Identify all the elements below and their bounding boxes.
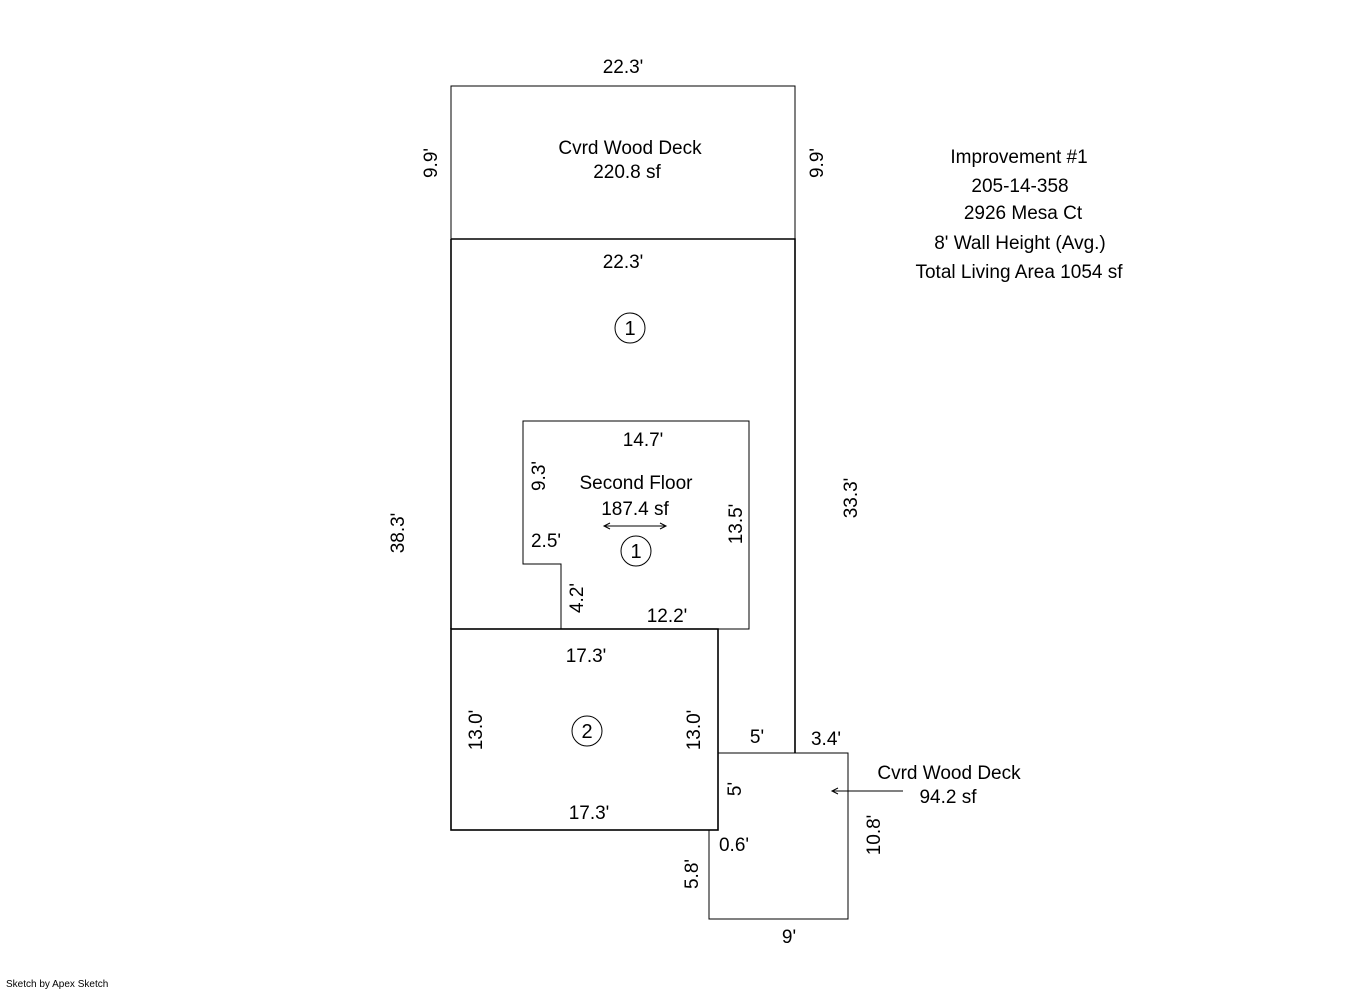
top-deck-dim-left: 9.9' [421,148,442,178]
second-floor-marker [620,535,652,567]
info-line-2: 205-14-358 [971,176,1068,197]
bottom-deck-dim-right: 10.8' [864,815,885,856]
second-floor-dim-step-side: 4.2' [567,583,588,613]
top-deck-area: 220.8 sf [593,162,661,183]
second-floor: 14.7' 9.3' 13.5' 2.5' 4.2' 12.2' Second … [522,420,750,630]
main-area-outline [451,238,796,753]
top-deck-dim-top: 22.3' [603,57,644,78]
area-2-label: 2 [581,721,592,743]
main-area-dim-notch-top: 5' [750,727,764,748]
pointer-arrow-icon [830,787,903,795]
main-area-notch [451,628,795,754]
second-floor-dim-right: 13.5' [726,504,747,545]
top-deck: 22.3' 9.9' 9.9' Cvrd Wood Deck 220.8 sf [421,57,828,240]
second-floor-area: 187.4 sf [601,499,669,520]
main-area-dim-notch-side: 5' [725,782,746,796]
bottom-deck-dim-bottom: 9' [782,927,796,948]
double-arrow-icon [602,522,668,530]
sketch-credit: Sketch by Apex Sketch [6,979,109,990]
area-2-outline [450,628,719,831]
second-floor-dim-bottom: 12.2' [647,606,688,627]
info-line-1: Improvement #1 [950,147,1087,168]
bottom-deck-area: 94.2 sf [919,787,977,808]
main-area-dim-right: 33.3' [841,478,862,519]
second-floor-name: Second Floor [579,473,693,494]
second-floor-outline [522,420,750,630]
area-2-dim-right: 13.0' [684,710,705,751]
main-area-dim-left: 38.3' [388,513,409,554]
improvement-info: Improvement #1 205-14-358 2926 Mesa Ct 8… [915,147,1123,283]
bottom-deck-dim-left: 5.8' [682,859,703,889]
bottom-deck-outline [708,752,849,920]
main-area-marker [614,312,646,344]
bottom-deck-dim-jog: 0.6' [719,835,749,856]
second-floor-dim-step: 2.5' [531,531,561,552]
area-2-dim-bottom: 17.3' [569,803,610,824]
bottom-deck-dim-top: 3.4' [811,729,841,750]
bottom-deck: 3.4' 10.8' 9' 5.8' 0.6' Cvrd Wood Deck 9… [682,729,1021,948]
bottom-deck-name: Cvrd Wood Deck [877,763,1021,784]
info-line-3: 2926 Mesa Ct [964,203,1083,224]
main-area-label: 1 [624,318,635,340]
info-line-4: 8' Wall Height (Avg.) [934,233,1106,254]
second-floor-dim-left: 9.3' [529,461,550,491]
info-line-5: Total Living Area 1054 sf [915,262,1123,283]
main-area: 22.3' 38.3' 33.3' 5' 5' 1 [388,238,862,796]
area-2-dim-left: 13.0' [466,710,487,751]
main-area-dim-top: 22.3' [603,252,644,273]
second-floor-label: 1 [630,541,641,563]
second-floor-dim-top: 14.7' [623,430,664,451]
area-2-dim-top: 17.3' [566,646,607,667]
top-deck-name: Cvrd Wood Deck [558,138,702,159]
area-2-marker [571,715,603,747]
area-2: 17.3' 17.3' 13.0' 13.0' 2 [450,628,719,831]
top-deck-dim-right: 9.9' [807,148,828,178]
